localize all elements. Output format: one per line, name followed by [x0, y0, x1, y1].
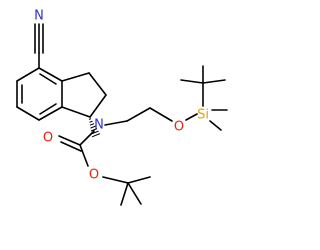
ethoxy-chain [104, 107, 198, 126]
aromatic-inner-bond-3 [39, 73, 57, 85]
benzene-ring [16, 67, 63, 121]
ester-oxygen-label: O [89, 168, 99, 183]
ring-bond-c1-c7a [61, 106, 91, 118]
carbonyl-oxygen-label: O [43, 131, 53, 146]
bond-n-ch2 [104, 120, 128, 126]
ring-bond-c4-c5 [16, 67, 40, 82]
nitrile-nitrogen-label: N [34, 9, 44, 24]
structure-diagram: N N O Si O O [0, 0, 250, 250]
bond-tbu-methyl-right [202, 79, 226, 84]
bond-n-carbonyl-c [79, 130, 95, 146]
background [0, 0, 250, 250]
bond-si-methyl-2 [209, 120, 222, 131]
carbamate-nitrogen-label: N [94, 118, 104, 133]
silicon-label: Si [197, 108, 209, 123]
bond-ch2-ch2 [126, 107, 151, 122]
boc-group [58, 130, 151, 206]
bond-ch2-o [149, 107, 173, 122]
ether-oxygen-label: O [174, 120, 184, 135]
bond-boc-methyl-down-right [127, 182, 142, 205]
carbonyl-double-bond-2 [60, 141, 82, 152]
bond-ester-o-cquat [102, 176, 129, 184]
aromatic-inner-bond-2 [39, 103, 57, 115]
bond-tbu-methyl-left [180, 79, 204, 84]
ring-bond-c3a-c4 [38, 67, 63, 82]
ring-bond-c2-c1 [89, 94, 107, 118]
bond-carbonyl-c-ester-o [79, 144, 89, 167]
ring-bond-c3-c2 [88, 72, 107, 96]
ring-bond-c3a-c3 [61, 72, 90, 82]
ring-bond-c6-c7 [16, 106, 40, 121]
bond-o-si [185, 113, 198, 121]
cyclopentane-ring [61, 72, 107, 118]
tbs-group [180, 65, 228, 131]
bond-boc-methyl-down [120, 182, 129, 206]
bond-boc-methyl-right [127, 176, 151, 184]
ring-bond-c7-c7a [38, 106, 63, 121]
nitrile-group [34, 23, 44, 69]
carbonyl-double-bond-1 [58, 135, 81, 146]
